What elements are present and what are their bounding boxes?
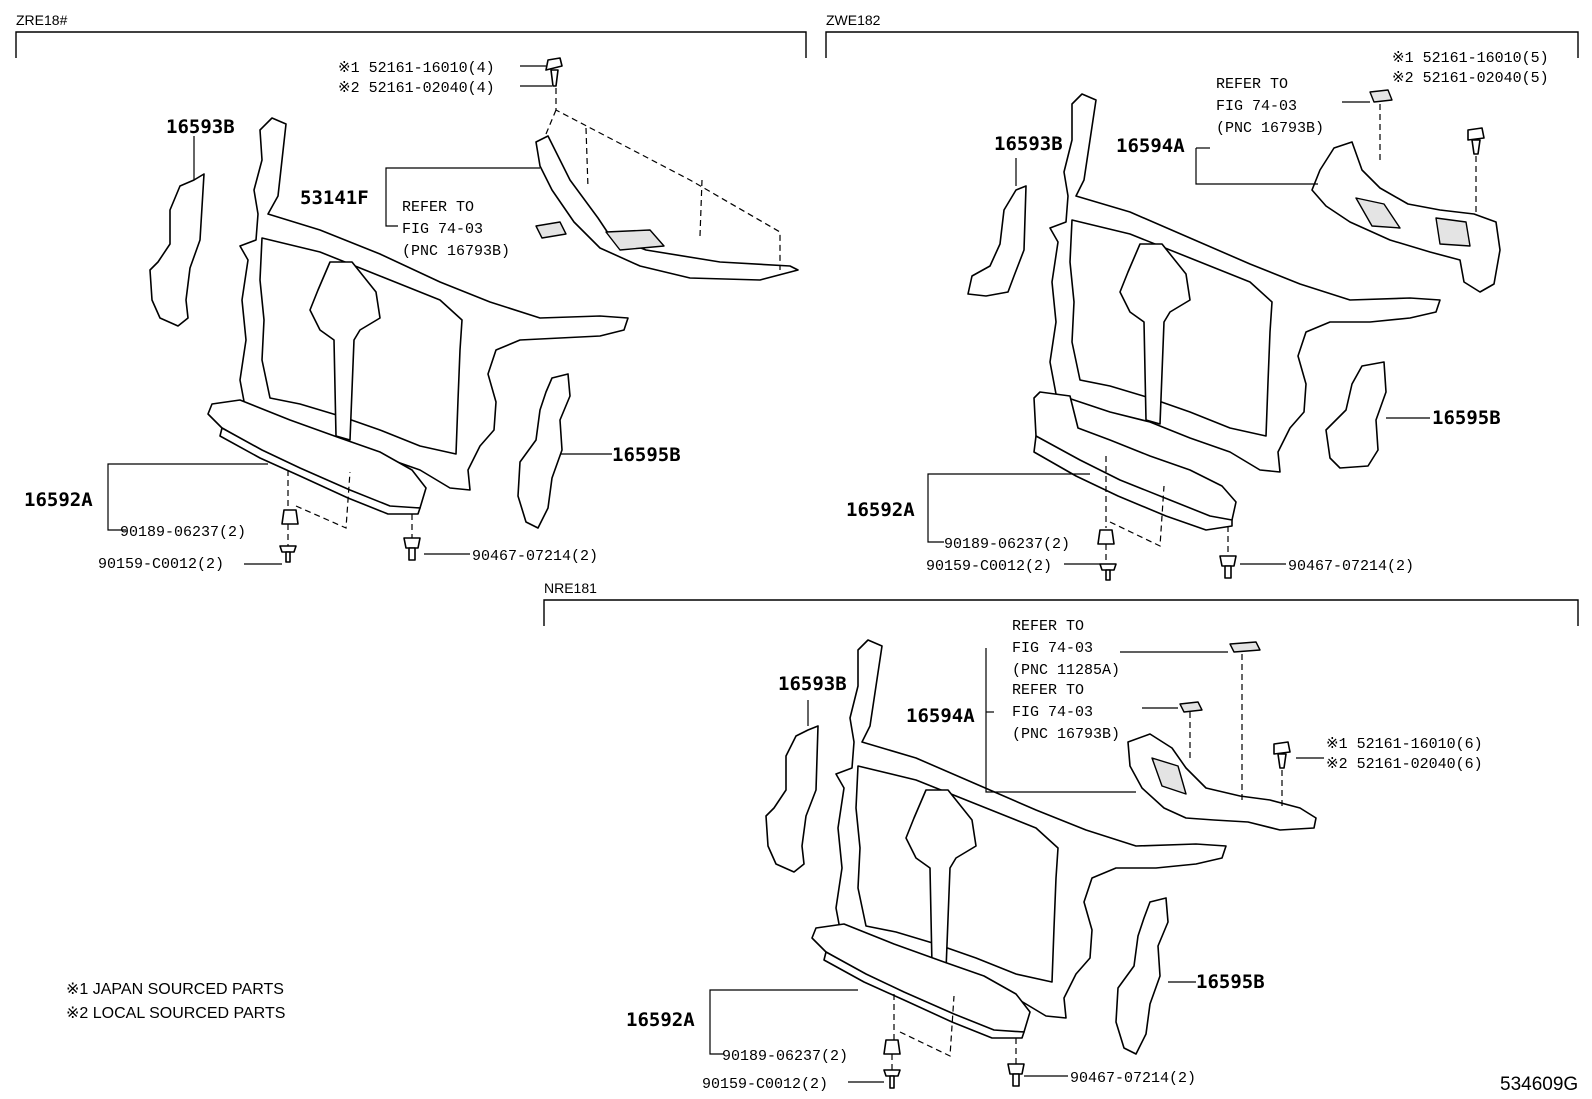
- nre-clip-label-2: ※2 52161-02040(6): [1326, 756, 1483, 773]
- nre-bolt-label-3: 90467-07214(2): [1070, 1070, 1196, 1087]
- zre-clip-icon: [545, 57, 563, 87]
- zwe-lower-cover-edge: [1033, 435, 1233, 531]
- zwe-center-brace: [1119, 243, 1191, 425]
- nre-seal-16593B: [765, 725, 819, 873]
- zre-seal-16595B: [517, 373, 571, 529]
- note-japan-sourced: ※1 JAPAN SOURCED PARTS: [66, 981, 284, 998]
- zre-seal-16593B: [149, 173, 205, 327]
- nre-duct-inner: [1151, 757, 1187, 795]
- zre-clip-label-2: ※2 52161-02040(4): [338, 80, 495, 97]
- nre-clip-label-1: ※1 52161-16010(6): [1326, 736, 1483, 753]
- zwe-pn-16593B: 16593B: [994, 133, 1063, 155]
- nre-bolt-2-icon: [883, 1069, 901, 1089]
- zwe-bolt-1-icon: [1097, 529, 1115, 545]
- zwe-pn-16594A: 16594A: [1116, 135, 1185, 157]
- zwe-pn-16592A: 16592A: [846, 499, 915, 521]
- zre-bolt-label-3: 90467-07214(2): [472, 548, 598, 565]
- nre-bolt-1-icon: [883, 1039, 901, 1055]
- zre-bolt-3-icon: [403, 537, 421, 561]
- zwe-seal-16593B: [967, 185, 1027, 297]
- zwe-bolt-label-1: 90189-06237(2): [944, 536, 1070, 553]
- nre-pn-16594A: 16594A: [906, 705, 975, 727]
- zwe-refer-2: FIG 74-03: [1216, 98, 1297, 115]
- zre-bolt-2-icon: [279, 545, 297, 563]
- zre-pn-16595B: 16595B: [612, 444, 681, 466]
- zre-bolt-label-2: 90159-C0012(2): [98, 556, 224, 573]
- zwe-clip-icon: [1467, 127, 1485, 155]
- nre-refer-a-3: (PNC 11285A): [1012, 662, 1120, 679]
- note-local-sourced: ※2 LOCAL SOURCED PARTS: [66, 1005, 285, 1022]
- zre-pn-53141F: 53141F: [300, 187, 369, 209]
- zwe-refer-3: (PNC 16793B): [1216, 120, 1324, 137]
- nre-bolt-3-icon: [1007, 1063, 1025, 1087]
- nre-refer-a-2: FIG 74-03: [1012, 640, 1093, 657]
- zre-upper-cover-53141F: [535, 135, 799, 281]
- zwe-clip-label-1: ※1 52161-16010(5): [1392, 50, 1549, 67]
- zre-clip-label-1: ※1 52161-16010(4): [338, 60, 495, 77]
- nre-refer-b-3: (PNC 16793B): [1012, 726, 1120, 743]
- zwe-bolt-label-2: 90159-C0012(2): [926, 558, 1052, 575]
- section-label-zwe: ZWE182: [826, 12, 881, 28]
- zwe-refer-1: REFER TO: [1216, 76, 1288, 93]
- nre-refer-b-2: FIG 74-03: [1012, 704, 1093, 721]
- zre-cover-ridge: [605, 229, 665, 251]
- zwe-bolt-3-icon: [1219, 555, 1237, 579]
- zwe-seal-16595B: [1325, 361, 1387, 469]
- zre-bolt-1-icon: [281, 509, 299, 525]
- nre-clip-icon: [1273, 741, 1291, 769]
- nre-refer-b-1: REFER TO: [1012, 682, 1084, 699]
- zre-assembly: [107, 57, 799, 565]
- zre-pn-16593B: 16593B: [166, 116, 235, 138]
- zre-bolt-label-1: 90189-06237(2): [120, 524, 246, 541]
- section-label-nre: NRE181: [544, 580, 597, 596]
- nre-seal-16595B: [1115, 897, 1169, 1055]
- zwe-bolt-label-3: 90467-07214(2): [1288, 558, 1414, 575]
- nre-bolt-label-1: 90189-06237(2): [722, 1048, 848, 1065]
- nre-radiator-opening: [855, 765, 1059, 983]
- figure-id: 534609G: [1500, 1074, 1578, 1095]
- zwe-duct-16594A: [1311, 141, 1501, 293]
- zre-center-brace: [309, 261, 381, 441]
- nre-assembly: [709, 639, 1324, 1089]
- nre-duct-16594A: [1127, 733, 1317, 831]
- zwe-pn-16595B: 16595B: [1432, 407, 1501, 429]
- zwe-duct-inner: [1355, 197, 1401, 229]
- zwe-bolt-2-icon: [1099, 563, 1117, 581]
- zre-radiator-opening: [259, 237, 463, 455]
- nre-pn-16593B: 16593B: [778, 673, 847, 695]
- nre-lower-cover-edge: [823, 951, 1025, 1039]
- section-label-zre: ZRE18#: [16, 12, 68, 28]
- zre-pn-16592A: 16592A: [24, 489, 93, 511]
- nre-pn-16595B: 16595B: [1196, 971, 1265, 993]
- zre-refer-1: REFER TO: [402, 199, 474, 216]
- nre-bolt-label-2: 90159-C0012(2): [702, 1076, 828, 1093]
- nre-refer-a-1: REFER TO: [1012, 618, 1084, 635]
- zwe-radiator-opening: [1069, 219, 1273, 437]
- zre-lower-cover-edge: [219, 427, 421, 515]
- nre-pn-16592A: 16592A: [626, 1009, 695, 1031]
- zre-refer-3: (PNC 16793B): [402, 243, 510, 260]
- zwe-assembly: [927, 89, 1501, 581]
- zre-refer-2: FIG 74-03: [402, 221, 483, 238]
- zwe-clip-label-2: ※2 52161-02040(5): [1392, 70, 1549, 87]
- section-brackets: [15, 31, 1579, 626]
